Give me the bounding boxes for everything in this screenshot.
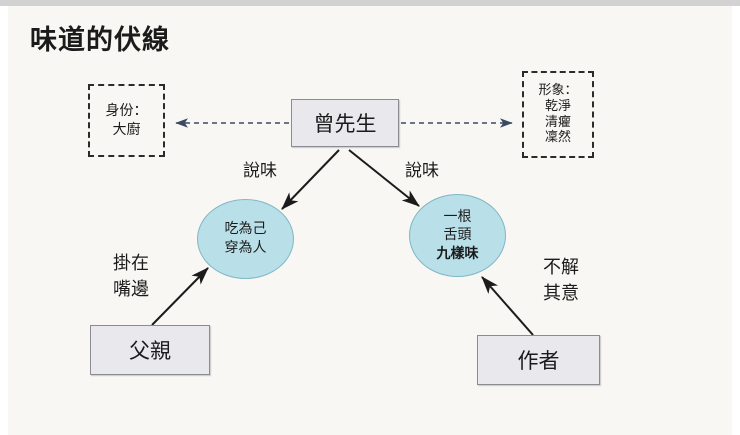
edge-label-hang-on-mouth-line2: 嘴邊 [113, 279, 149, 301]
top-grey-strip [0, 0, 740, 6]
edge-label-say-taste-right: 說味 [405, 161, 439, 181]
connector-center-to-right-ellipse [348, 149, 420, 207]
node-image-traits[interactable]: 形象： 乾淨 清癯 凜然 [522, 71, 594, 158]
node-image-line3: 清癯 [544, 114, 571, 130]
node-left-ellipse-line2: 穿為人 [224, 240, 267, 256]
node-identity-line2: 大廚 [112, 121, 141, 138]
page-title: 味道的伏線 [30, 25, 170, 56]
edge-label-puzzled-line1: 不解 [543, 257, 579, 278]
node-father-label: 父親 [129, 339, 171, 363]
node-eat-for-self[interactable]: 吃為己 穿為人 [197, 199, 294, 279]
node-right-ellipse-line2: 舌頭 [443, 227, 472, 244]
node-one-tongue-nine-tastes[interactable]: 一根 舌頭 九樣味 [409, 194, 506, 277]
node-image-line1: 形象： [538, 82, 578, 98]
node-image-line4: 凜然 [544, 130, 571, 146]
edge-label-puzzled: 不解 其意 [543, 255, 579, 307]
node-zeng-label: 曾先生 [313, 112, 377, 136]
node-author[interactable]: 作者 [477, 335, 600, 385]
node-image-line2: 乾淨 [544, 98, 571, 114]
node-right-ellipse-line3: 九樣味 [436, 245, 479, 262]
edge-label-hang-on-mouth: 掛在 嘴邊 [113, 251, 149, 303]
node-left-ellipse-line1: 吃為己 [224, 220, 267, 237]
connector-father-to-left-ellipse [151, 267, 209, 326]
node-identity[interactable]: 身份： 大廚 [88, 84, 165, 157]
node-author-label: 作者 [517, 349, 560, 373]
node-zeng-xiansheng[interactable]: 曾先生 [291, 99, 399, 147]
connector-author-to-right-ellipse [481, 276, 534, 336]
connector-center-to-left-ellipse [281, 149, 340, 210]
edge-label-hang-on-mouth-line1: 掛在 [113, 253, 149, 274]
edge-label-say-taste-left: 說味 [243, 161, 277, 181]
node-identity-line1: 身份： [105, 103, 148, 120]
edge-label-puzzled-line2: 其意 [543, 283, 579, 305]
node-father[interactable]: 父親 [90, 325, 210, 375]
node-right-ellipse-line1: 一根 [443, 208, 472, 225]
